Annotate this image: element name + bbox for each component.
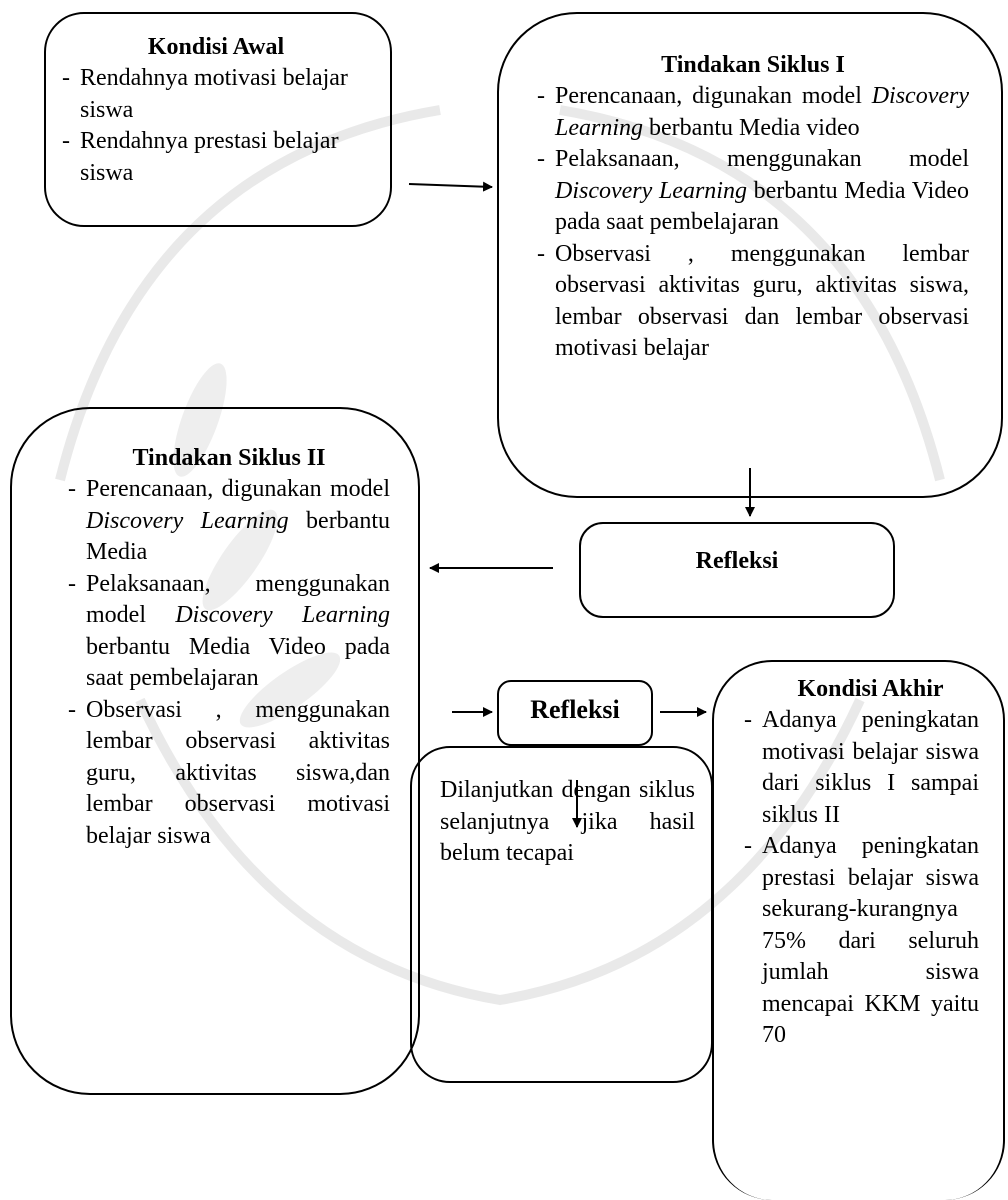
tindakan-siklus-2-list: Perencanaan, digunakan model Discovery L… [68,474,390,852]
tindakan-siklus-2-title: Tindakan Siklus II [132,445,326,471]
arrow-awal-to-siklus1 [408,181,493,192]
refleksi-2-label: Refleksi [530,695,620,724]
tindakan-siklus-2-box: Tindakan Siklus II Perencanaan, digunaka… [10,407,420,1095]
list-item: Adanya peningkatan motivasi belajar sisw… [744,705,979,831]
list-item: Adanya peningkatan prestasi belajar sisw… [744,831,979,1052]
list-item: Pelaksanaan, menggunakan model Discovery… [68,569,390,695]
list-item: Pelaksanaan, menggunakan model Discovery… [537,144,969,239]
kondisi-awal-box: Kondisi Awal Rendahnya motivasi belajar … [44,12,392,227]
refleksi-1-box: Refleksi [579,522,895,618]
refleksi-1-label: Refleksi [695,548,779,574]
refleksi-2-box: Refleksi [497,680,653,746]
kondisi-awal-title: Kondisi Awal [147,34,285,60]
lanjut-text: Dilanjutkan dengan siklus selanjutnya ji… [440,777,695,866]
list-item: Rendahnya motivasi belajar siswa [62,63,370,126]
lanjut-box: Dilanjutkan dengan siklus selanjutnya ji… [410,746,713,1083]
kondisi-akhir-title: Kondisi Akhir [797,676,944,702]
kondisi-awal-list: Rendahnya motivasi belajar siswa Rendahn… [62,63,370,189]
list-item: Perencanaan, digunakan model Discovery L… [537,81,969,144]
list-item: Observasi , menggunakan lembar observasi… [537,239,969,365]
kondisi-akhir-box: Kondisi Akhir Adanya peningkatan motivas… [712,660,1005,1200]
list-item: Observasi , menggunakan lembar observasi… [68,695,390,853]
tindakan-siklus-1-title: Tindakan Siklus I [661,52,845,78]
tindakan-siklus-1-list: Perencanaan, digunakan model Discovery L… [537,81,969,365]
list-item: Perencanaan, digunakan model Discovery L… [68,474,390,569]
list-item: Rendahnya prestasi belajar siswa [62,126,370,189]
kondisi-akhir-list: Adanya peningkatan motivasi belajar sisw… [744,705,979,1052]
tindakan-siklus-1-box: Tindakan Siklus I Perencanaan, digunakan… [497,12,1003,498]
